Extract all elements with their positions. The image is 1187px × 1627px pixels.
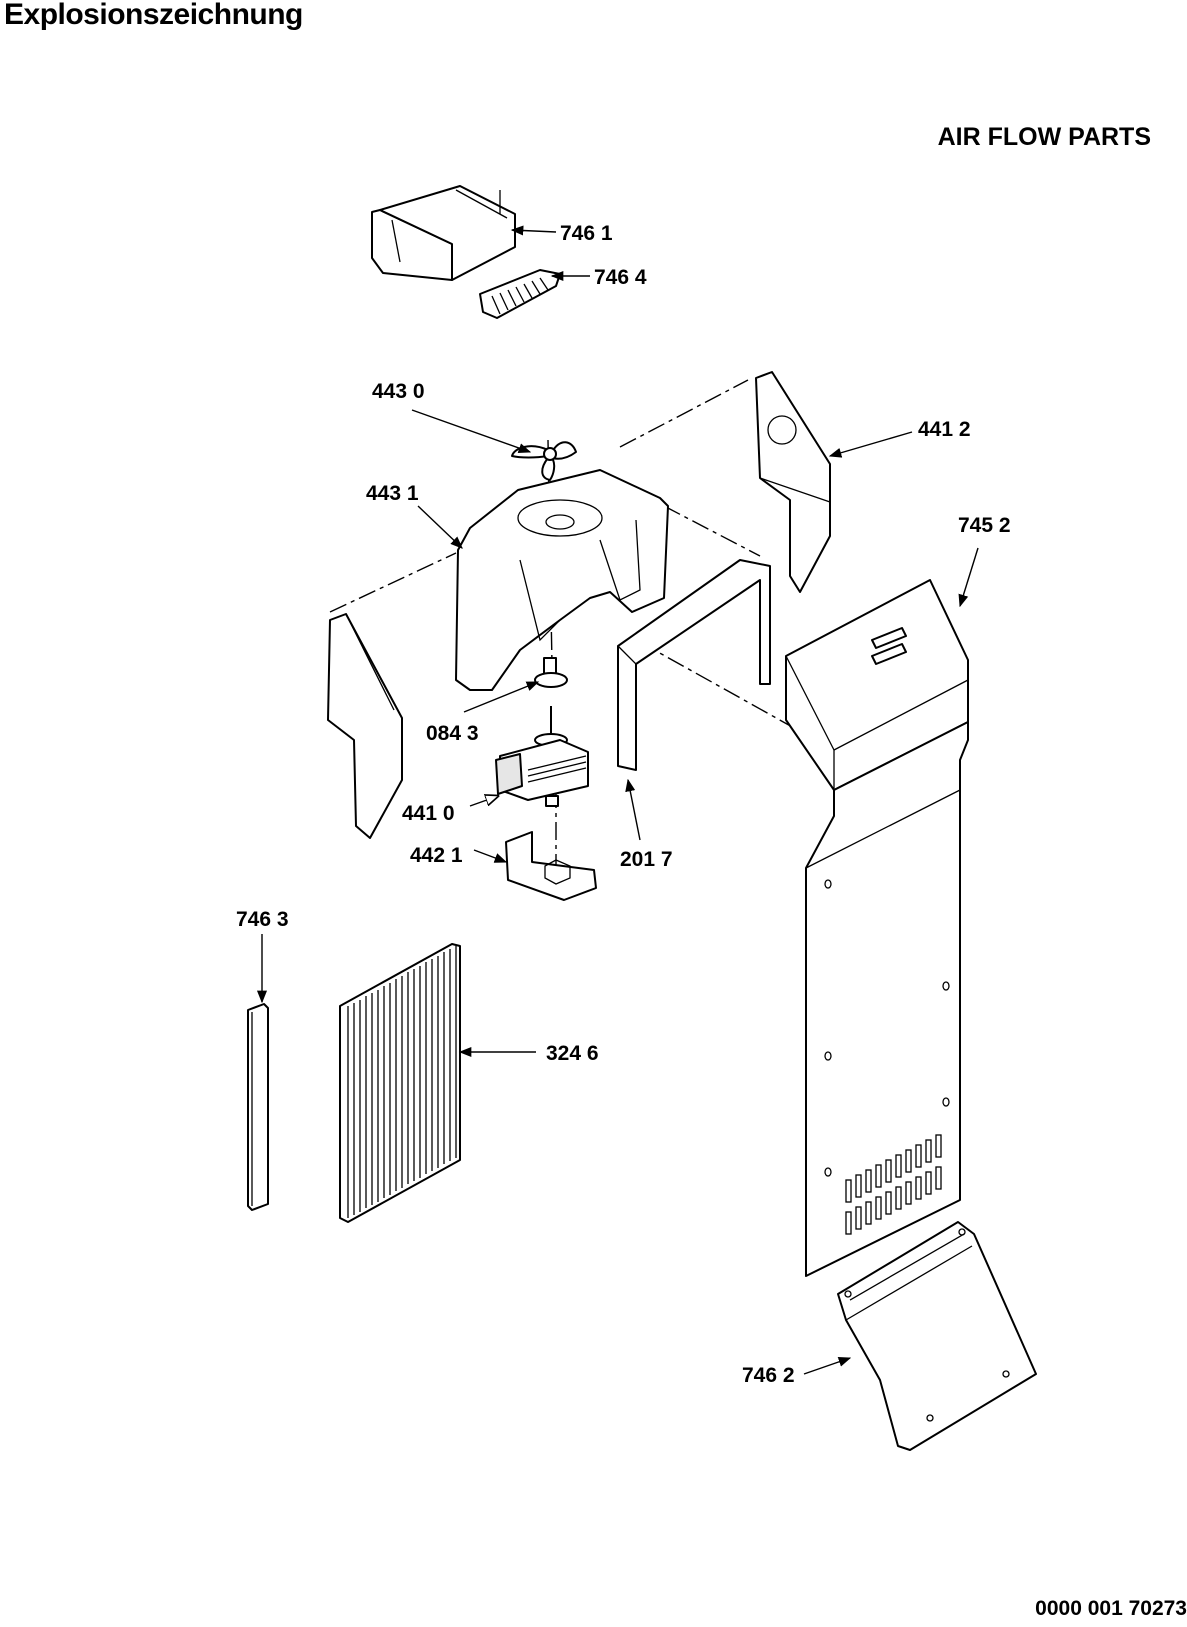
part-746-1-bracket xyxy=(371,185,516,281)
part-443-0-fan-blade xyxy=(511,441,577,481)
label-442-1: 442 1 xyxy=(410,844,463,867)
label-443-0: 443 0 xyxy=(372,380,425,403)
part-201-7-u-frame xyxy=(617,559,771,771)
label-201-7: 201 7 xyxy=(620,848,673,871)
part-labels: 746 1 746 4 443 0 441 2 443 1 745 2 084 … xyxy=(236,222,1011,1387)
label-745-2: 745 2 xyxy=(958,514,1011,537)
label-324-6: 324 6 xyxy=(546,1042,599,1065)
label-746-2: 746 2 xyxy=(742,1364,795,1387)
part-441-2-side-panel xyxy=(755,371,831,593)
label-084-3: 084 3 xyxy=(426,722,479,745)
label-441-2: 441 2 xyxy=(918,418,971,441)
label-746-3: 746 3 xyxy=(236,908,289,931)
leader-lines xyxy=(256,225,979,1375)
part-left-side-panel xyxy=(327,613,403,839)
part-442-1-motor-bracket xyxy=(505,831,597,901)
part-746-3-strip xyxy=(247,1003,269,1211)
part-746-2-deflector xyxy=(837,1221,1037,1451)
label-443-1: 443 1 xyxy=(366,482,419,505)
part-441-0-fan-motor xyxy=(495,706,589,807)
page-title: Explosionszeichnung xyxy=(4,0,303,31)
part-324-6-grille xyxy=(339,943,461,1223)
part-084-3-bushing xyxy=(534,657,568,688)
part-746-4-grille xyxy=(479,269,561,319)
duct-vent-slots xyxy=(845,1134,942,1235)
label-746-1: 746 1 xyxy=(560,222,613,245)
label-441-0: 441 0 xyxy=(402,802,455,825)
document-number: 0000 001 70273 xyxy=(1035,1597,1187,1620)
section-title: AIR FLOW PARTS xyxy=(937,123,1151,151)
part-745-2-air-duct xyxy=(785,579,969,1277)
label-746-4: 746 4 xyxy=(594,266,647,289)
part-443-1-fan-shroud xyxy=(455,469,669,691)
assembly-lines xyxy=(329,379,831,870)
